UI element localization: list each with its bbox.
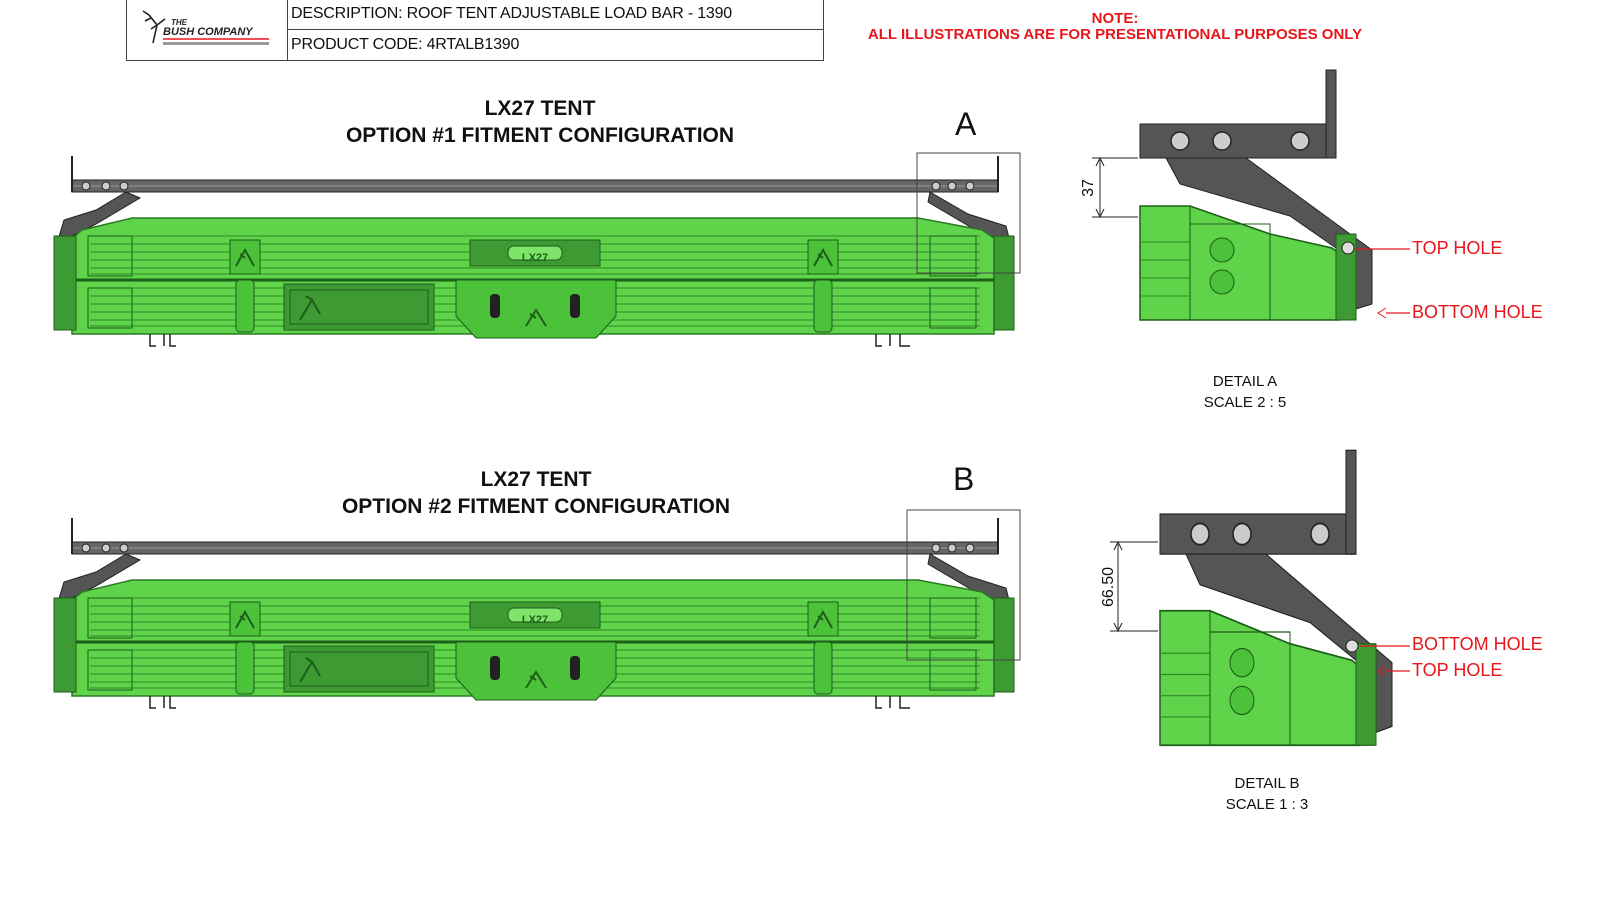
title-block: THE BUSH COMPANY DESCRIPTION: ROOF TENT …	[126, 0, 824, 61]
view-b-title-line1: LX27 TENT	[480, 468, 592, 491]
detail-a-dimension-text: 37	[1080, 179, 1097, 197]
callout-letter-b: B	[953, 461, 975, 497]
detail-a-drawing	[1139, 69, 1373, 321]
view-a-drawing	[52, 154, 1016, 348]
note-text: ALL ILLUSTRATIONS ARE FOR PRESENTATIONAL…	[867, 26, 1363, 43]
logo-wordmark: BUSH COMPANY	[163, 26, 254, 38]
detail-b-callout-box	[906, 509, 1021, 661]
detail-a-lower-label: BOTTOM HOLE	[1412, 302, 1543, 322]
detail-a-name: DETAIL A	[1212, 373, 1278, 390]
svg-text:THE: THE	[171, 18, 188, 27]
detail-b-dimension-text: 66.50	[1100, 567, 1117, 607]
detail-b-dimension	[1110, 540, 1158, 633]
detail-b-name: DETAIL B	[1234, 775, 1300, 792]
callout-letter-a: A	[955, 106, 977, 142]
view-a-badge-text: LX27	[522, 252, 548, 264]
description-field: DESCRIPTION: ROOF TENT ADJUSTABLE LOAD B…	[288, 0, 823, 30]
view-a-title: LX27 TENT OPTION #1 FITMENT CONFIGURATIO…	[300, 95, 780, 149]
note-heading: NOTE:	[1091, 10, 1139, 27]
detail-a-upper-label: TOP HOLE	[1412, 238, 1503, 258]
view-b-title: LX27 TENT OPTION #2 FITMENT CONFIGURATIO…	[296, 466, 776, 520]
detail-a-caption: DETAIL A SCALE 2 : 5	[1170, 371, 1320, 413]
view-b-title-line2: OPTION #2 FITMENT CONFIGURATION	[341, 495, 731, 518]
product-code-field: PRODUCT CODE: 4RTALB1390	[291, 36, 520, 53]
detail-b-scale: SCALE 1 : 3	[1225, 796, 1309, 813]
detail-b-upper-label: BOTTOM HOLE	[1412, 634, 1543, 654]
view-a-title-line2: OPTION #1 FITMENT CONFIGURATION	[345, 124, 735, 147]
view-b-badge-text: LX27	[522, 614, 548, 626]
company-logo: THE BUSH COMPANY	[127, 0, 288, 60]
detail-a-dimension	[1092, 156, 1138, 219]
detail-a-top-hole	[1341, 241, 1355, 255]
detail-b-bottom-hole	[1345, 639, 1359, 653]
view-a-title-line1: LX27 TENT	[484, 97, 596, 120]
detail-b-caption: DETAIL B SCALE 1 : 3	[1192, 773, 1342, 815]
detail-a-callout-box	[916, 152, 1021, 274]
presentation-note: NOTE: ALL ILLUSTRATIONS ARE FOR PRESENTA…	[860, 11, 1370, 43]
detail-b-drawing	[1159, 449, 1393, 747]
detail-a-scale: SCALE 2 : 5	[1203, 394, 1287, 411]
detail-b-lower-label: TOP HOLE	[1412, 660, 1503, 680]
view-b-drawing	[52, 516, 1016, 710]
